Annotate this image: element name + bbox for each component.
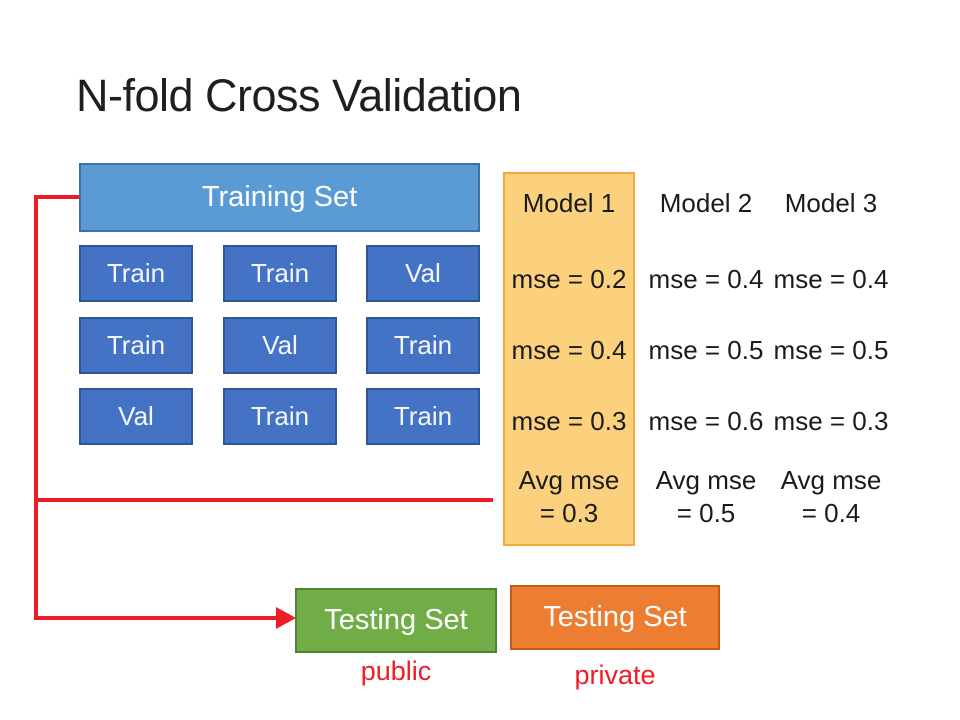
model1-highlight-panel: [503, 172, 635, 546]
avg-mse-label: Avg mse: [780, 465, 882, 495]
avg-mse-label: Avg mse: [518, 465, 620, 495]
fold-label: Train: [106, 258, 166, 288]
avg-mse-value: = 0.4: [801, 498, 861, 528]
model-name: Model 2: [659, 188, 753, 218]
model-name: Model 1: [522, 188, 616, 218]
private-caption: private: [574, 660, 656, 690]
avg-mse: Avg mse = 0.5: [640, 464, 772, 530]
fold-label: Train: [250, 258, 310, 288]
fold-cell: Val: [79, 388, 193, 445]
testing-set-label: Testing Set: [543, 601, 687, 633]
model-column: Model 1 mse = 0.2 mse = 0.4 mse = 0.3 Av…: [503, 0, 635, 720]
avg-mse-value: = 0.5: [676, 498, 736, 528]
page-title: N-fold Cross Validation: [76, 70, 522, 121]
testing-set-public-box: Testing Set: [295, 588, 497, 653]
mse-value: mse = 0.5: [773, 335, 889, 365]
fold-cell: Val: [223, 317, 337, 374]
mse-value: mse = 0.4: [773, 264, 889, 294]
fold-cell: Train: [223, 245, 337, 302]
red-connector-bottom-line: [34, 616, 276, 620]
fold-cell: Train: [223, 388, 337, 445]
red-arrow-head-icon: [276, 607, 296, 629]
avg-mse: Avg mse = 0.4: [765, 464, 897, 530]
fold-label: Val: [405, 258, 441, 288]
testing-set-label: Testing Set: [324, 604, 468, 636]
model-column: Model 2 mse = 0.4 mse = 0.5 mse = 0.6 Av…: [640, 0, 772, 720]
avg-mse-value: = 0.3: [539, 498, 599, 528]
red-connector-avg-line: [34, 498, 493, 502]
mse-value: mse = 0.3: [773, 406, 889, 436]
training-set-label: Training Set: [201, 181, 358, 213]
mse-value: mse = 0.2: [511, 264, 627, 294]
fold-label: Val: [118, 401, 154, 431]
mse-value: mse = 0.6: [648, 406, 764, 436]
mse-value: mse = 0.5: [648, 335, 764, 365]
fold-cell: Train: [366, 388, 480, 445]
mse-value: mse = 0.4: [511, 335, 627, 365]
fold-cell: Train: [79, 317, 193, 374]
model-name: Model 3: [784, 188, 878, 218]
avg-mse-label: Avg mse: [655, 465, 757, 495]
fold-cell: Train: [79, 245, 193, 302]
fold-label: Val: [262, 330, 298, 360]
fold-cell: Val: [366, 245, 480, 302]
model-column: Model 3 mse = 0.4 mse = 0.5 mse = 0.3 Av…: [765, 0, 897, 720]
fold-label: Train: [250, 401, 310, 431]
red-connector-top-segment: [34, 195, 79, 199]
training-set-box: Training Set: [79, 163, 480, 232]
red-connector-vertical-line: [34, 195, 38, 620]
fold-cell: Train: [366, 317, 480, 374]
mse-value: mse = 0.3: [511, 406, 627, 436]
testing-set-private-box: Testing Set: [510, 585, 720, 650]
fold-label: Train: [393, 330, 453, 360]
public-caption: public: [360, 656, 432, 686]
mse-value: mse = 0.4: [648, 264, 764, 294]
avg-mse: Avg mse = 0.3: [503, 464, 635, 530]
fold-label: Train: [393, 401, 453, 431]
fold-label: Train: [106, 330, 166, 360]
